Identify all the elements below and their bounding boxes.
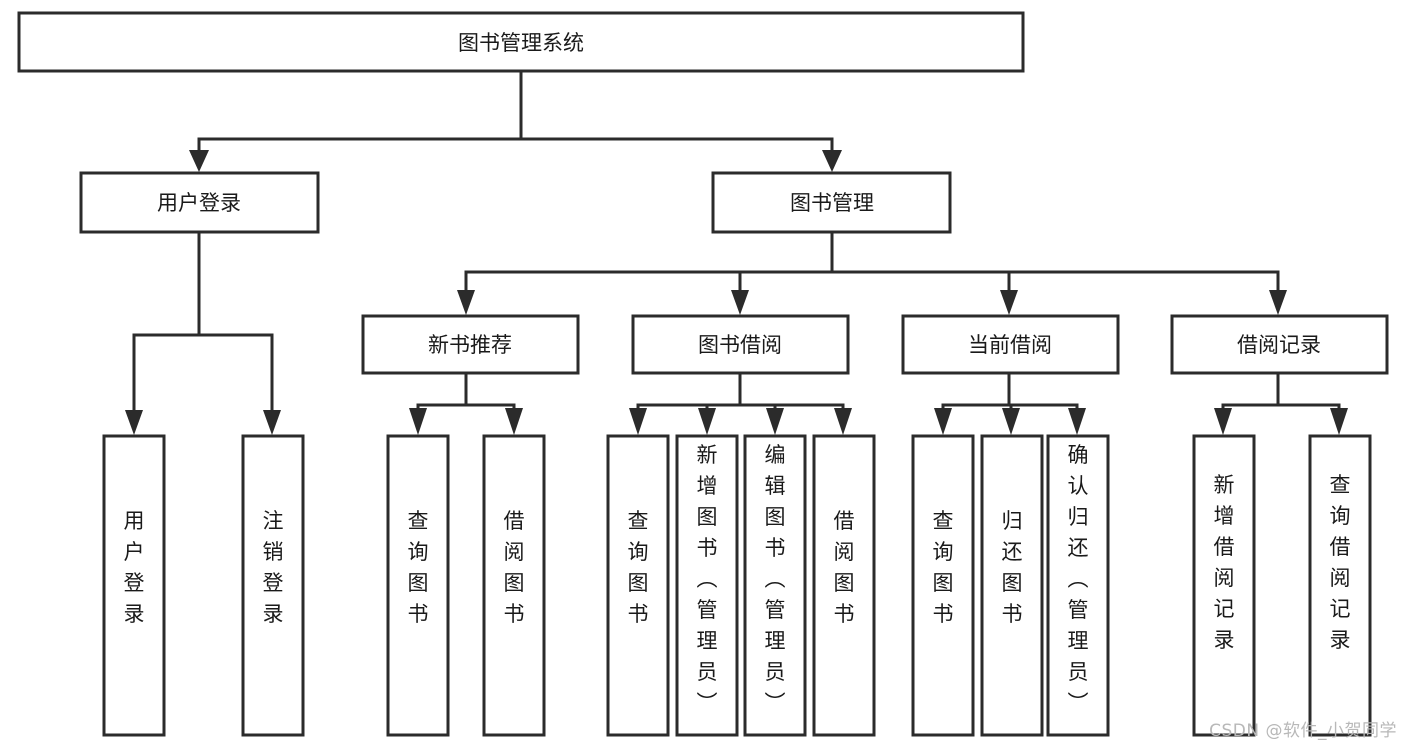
node-current-borrow-box[interactable] [901, 314, 1120, 375]
node-leaf-edit-book-box[interactable] [743, 434, 807, 737]
arrow-head-leaf-confirm-return [1068, 408, 1086, 435]
node-borrow-record-label: 借阅记录 [1237, 333, 1321, 357]
node-leaf-query-book-3-label: 查询图书 [933, 509, 954, 626]
node-leaf-query-book-3-box[interactable] [911, 434, 975, 737]
node-leaf-return-book[interactable]: 归还图书 [980, 434, 1044, 737]
node-leaf-borrow-book-1-box[interactable] [482, 434, 546, 737]
node-user-login-box[interactable] [79, 171, 320, 234]
arrow-head-leaf-add-record [1214, 408, 1232, 435]
node-leaf-query-book-2-box[interactable] [606, 434, 670, 737]
arrow-head-leaf-return-book [1002, 408, 1020, 435]
node-book-manage-box[interactable] [711, 171, 952, 234]
node-leaf-user-login-box[interactable] [102, 434, 166, 737]
node-root[interactable]: 图书管理系统 [17, 11, 1025, 73]
node-leaf-query-book-1-label: 查询图书 [408, 509, 429, 626]
arrow-head-leaf-logout [263, 410, 281, 435]
node-leaf-return-book-label: 归还图书 [1002, 509, 1023, 626]
node-leaf-query-book-1-box[interactable] [386, 434, 450, 737]
node-new-book-rec-box[interactable] [361, 314, 580, 375]
node-leaf-user-login-label: 用户登录 [124, 509, 145, 626]
node-user-login-label: 用户登录 [157, 191, 241, 215]
arrow-head-borrow-record [1269, 290, 1287, 315]
node-leaf-add-book[interactable]: 新增图书︵管理员︶ [675, 434, 739, 737]
node-leaf-logout-box[interactable] [241, 434, 305, 737]
connectors-layer [125, 69, 1348, 435]
node-leaf-edit-book-label: 编辑图书︵管理员︶ [765, 443, 786, 715]
node-leaf-return-book-box[interactable] [980, 434, 1044, 737]
arrow-head-user-login [189, 150, 209, 172]
node-user-login[interactable]: 用户登录 [79, 171, 320, 234]
arrow-head-leaf-query-book-3 [934, 408, 952, 435]
arrow-head-leaf-borrow-book-1 [505, 408, 523, 435]
arrow-head-leaf-borrow-book-2 [834, 408, 852, 435]
node-leaf-borrow-book-1[interactable]: 借阅图书 [482, 434, 546, 737]
arrow-head-leaf-add-book [698, 408, 716, 435]
node-book-manage-label: 图书管理 [790, 191, 874, 215]
node-current-borrow-label: 当前借阅 [968, 333, 1052, 357]
node-leaf-add-record[interactable]: 新增借阅记录 [1192, 434, 1256, 737]
node-book-borrow-label: 图书借阅 [698, 333, 782, 357]
arrow-head-leaf-user-login [125, 410, 143, 435]
node-leaf-logout[interactable]: 注销登录 [241, 434, 305, 737]
node-leaf-confirm-return-box[interactable] [1046, 434, 1110, 737]
node-leaf-logout-label: 注销登录 [263, 509, 284, 626]
arrow-head-leaf-query-book-2 [629, 408, 647, 435]
node-new-book-rec[interactable]: 新书推荐 [361, 314, 580, 375]
node-leaf-query-book-2-label: 查询图书 [628, 509, 649, 626]
node-leaf-user-login[interactable]: 用户登录 [102, 434, 166, 737]
arrow-head-leaf-query-record [1330, 408, 1348, 435]
node-leaf-confirm-return-label: 确认归还︵管理员︶ [1068, 443, 1089, 715]
arrow-head-book-borrow [731, 290, 749, 315]
node-book-manage[interactable]: 图书管理 [711, 171, 952, 234]
arrow-head-leaf-query-book-1 [409, 408, 427, 435]
node-book-borrow-box[interactable] [631, 314, 850, 375]
arrow-head-current-borrow [1000, 290, 1018, 315]
node-root-label: 图书管理系统 [458, 31, 584, 55]
node-leaf-query-record-label: 查询借阅记录 [1330, 473, 1351, 652]
node-leaf-query-book-3[interactable]: 查询图书 [911, 434, 975, 737]
node-leaf-query-book-1[interactable]: 查询图书 [386, 434, 450, 737]
node-leaf-query-book-2[interactable]: 查询图书 [606, 434, 670, 737]
watermark: CSDN @软件_小贺同学 [1209, 721, 1397, 741]
node-root-box[interactable] [17, 11, 1025, 73]
node-new-book-rec-label: 新书推荐 [428, 333, 512, 357]
node-leaf-confirm-return[interactable]: 确认归还︵管理员︶ [1046, 434, 1110, 737]
arrow-head-book-manage [822, 150, 842, 172]
node-leaf-add-book-box[interactable] [675, 434, 739, 737]
node-borrow-record[interactable]: 借阅记录 [1170, 314, 1389, 375]
node-leaf-add-record-label: 新增借阅记录 [1214, 473, 1235, 652]
node-leaf-borrow-book-1-label: 借阅图书 [504, 509, 525, 626]
node-leaf-query-record-box[interactable] [1308, 434, 1372, 737]
arrow-head-new-book-rec [457, 290, 475, 315]
node-leaf-add-record-box[interactable] [1192, 434, 1256, 737]
node-borrow-record-box[interactable] [1170, 314, 1389, 375]
arrow-head-leaf-edit-book [766, 408, 784, 435]
node-leaf-add-book-label: 新增图书︵管理员︶ [697, 443, 718, 715]
node-leaf-query-record[interactable]: 查询借阅记录 [1308, 434, 1372, 737]
node-leaf-edit-book[interactable]: 编辑图书︵管理员︶ [743, 434, 807, 737]
node-leaf-borrow-book-2-label: 借阅图书 [834, 509, 855, 626]
node-book-borrow[interactable]: 图书借阅 [631, 314, 850, 375]
node-current-borrow[interactable]: 当前借阅 [901, 314, 1120, 375]
node-leaf-borrow-book-2[interactable]: 借阅图书 [812, 434, 876, 737]
node-leaf-borrow-book-2-box[interactable] [812, 434, 876, 737]
